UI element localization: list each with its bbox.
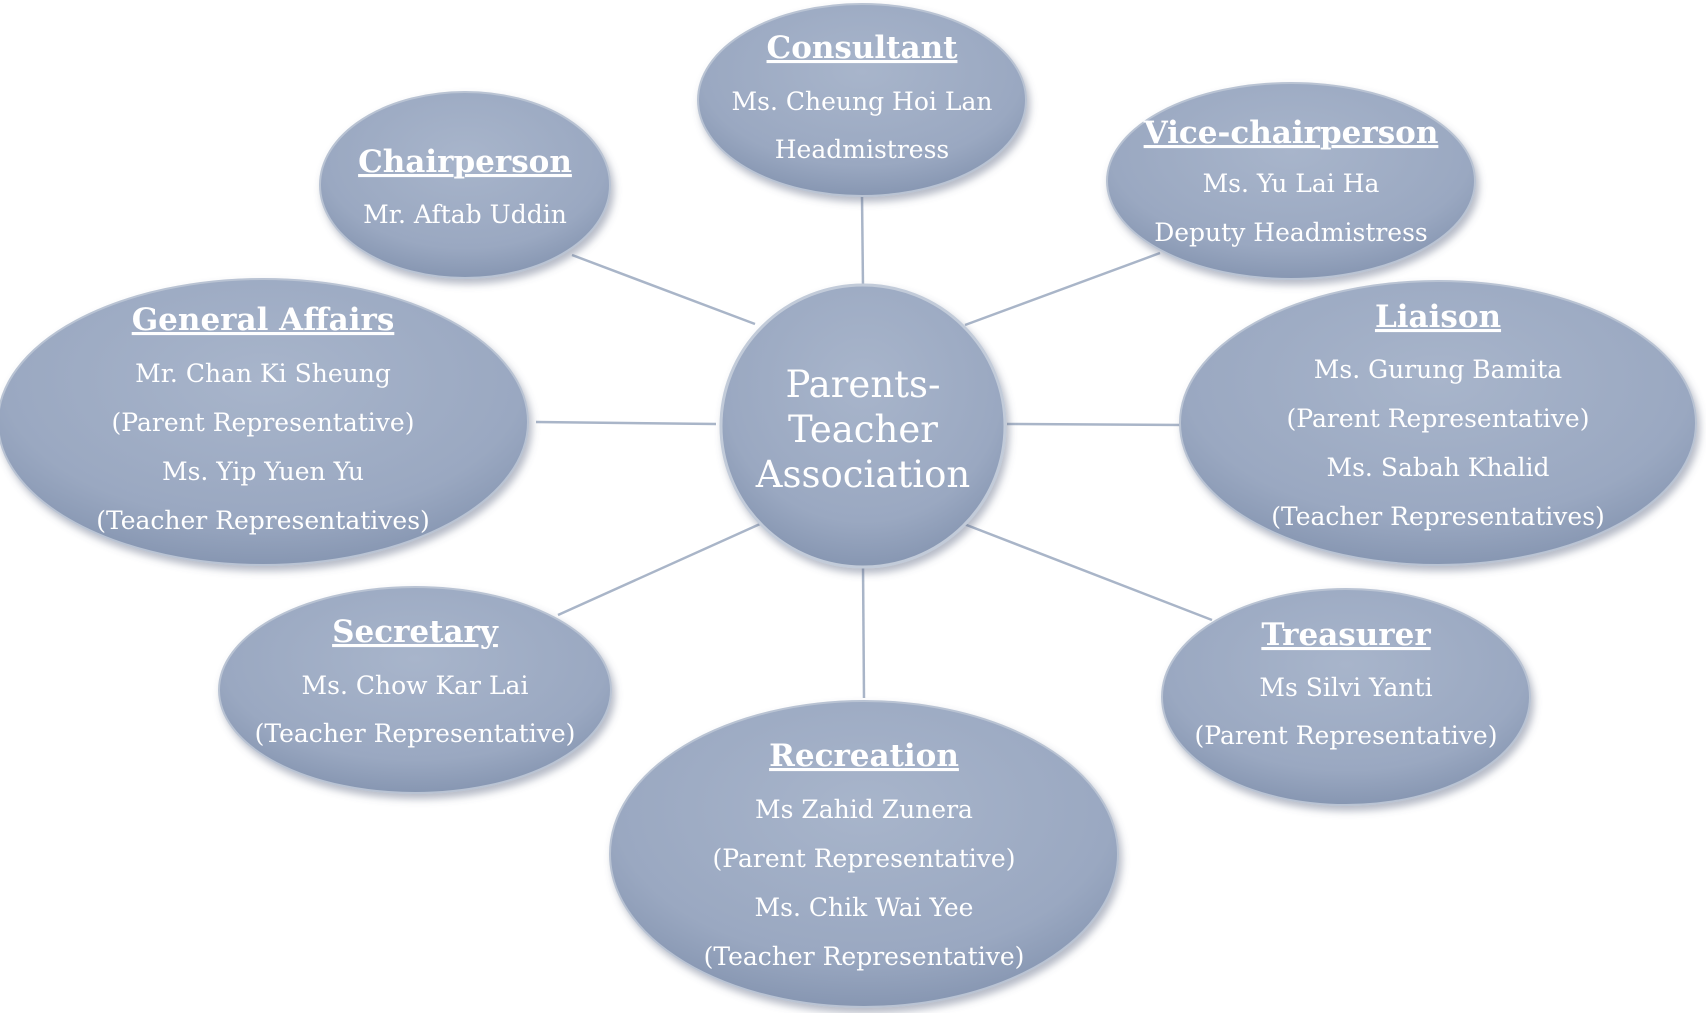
node-title: Treasurer — [1261, 617, 1431, 653]
node-title: Secretary — [332, 614, 499, 650]
node-line: (Teacher Representative) — [704, 942, 1025, 971]
node-line: Deputy Headmistress — [1154, 218, 1428, 247]
node-line: Headmistress — [775, 135, 950, 164]
node-title: General Affairs — [132, 302, 395, 338]
node-line: Ms. Gurung Bamita — [1314, 355, 1563, 384]
connector-consultant — [860, 194, 865, 288]
node-vice-chairperson: Vice-chairperson Ms. Yu Lai Ha Deputy He… — [1106, 82, 1476, 280]
connectors — [535, 194, 1213, 699]
node-line: Mr. Chan Ki Sheung — [135, 359, 391, 388]
node-line: (Teacher Representatives) — [1271, 502, 1605, 531]
node-center-pta: Parents- Teacher Association — [719, 283, 1007, 569]
center-line: Teacher — [788, 408, 938, 451]
node-line: Ms. Sabah Khalid — [1327, 453, 1550, 482]
node-title: Liaison — [1375, 299, 1501, 335]
connector-liaison — [1006, 422, 1187, 427]
node-line: Ms. Chow Kar Lai — [302, 671, 529, 700]
node-line: Mr. Aftab Uddin — [363, 200, 567, 229]
node-line: (Teacher Representative) — [255, 719, 576, 748]
node-liaison: Liaison Ms. Gurung Bamita (Parent Repres… — [1179, 280, 1697, 566]
connector-recreation — [861, 564, 866, 699]
node-line: Ms Zahid Zunera — [755, 795, 973, 824]
connector-general-affairs — [535, 420, 717, 426]
node-line: (Parent Representative) — [713, 844, 1016, 873]
node-chairperson: Chairperson Mr. Aftab Uddin — [319, 91, 611, 279]
node-recreation: Recreation Ms Zahid Zunera (Parent Repre… — [609, 700, 1119, 1008]
node-title: Vice-chairperson — [1143, 115, 1439, 151]
node-line: Ms. Cheung Hoi Lan — [732, 87, 993, 116]
node-line: (Parent Representative) — [1195, 721, 1498, 750]
node-line: Ms. Yip Yuen Yu — [162, 457, 364, 486]
node-consultant: Consultant Ms. Cheung Hoi Lan Headmistre… — [697, 3, 1027, 197]
node-treasurer: Treasurer Ms Silvi Yanti (Parent Represe… — [1161, 588, 1531, 806]
connector-treasurer — [963, 522, 1213, 622]
node-title: Chairperson — [358, 144, 572, 180]
connector-chairperson — [571, 253, 756, 326]
node-line: (Parent Representative) — [1287, 404, 1590, 433]
node-general-affairs: General Affairs Mr. Chan Ki Sheung (Pare… — [0, 278, 529, 566]
node-line: Ms. Yu Lai Ha — [1203, 169, 1380, 198]
node-line: (Teacher Representatives) — [96, 506, 430, 535]
center-line: Parents- — [785, 363, 940, 406]
node-title: Consultant — [767, 30, 959, 66]
center-line: Association — [755, 453, 970, 496]
node-line: Ms Silvi Yanti — [1259, 673, 1432, 702]
node-secretary: Secretary Ms. Chow Kar Lai (Teacher Repr… — [218, 586, 612, 794]
connector-vice-chairperson — [964, 251, 1161, 327]
node-line: Ms. Chik Wai Yee — [755, 893, 974, 922]
node-line: (Parent Representative) — [112, 408, 415, 437]
connector-secretary — [557, 522, 761, 617]
node-title: Recreation — [769, 738, 959, 774]
